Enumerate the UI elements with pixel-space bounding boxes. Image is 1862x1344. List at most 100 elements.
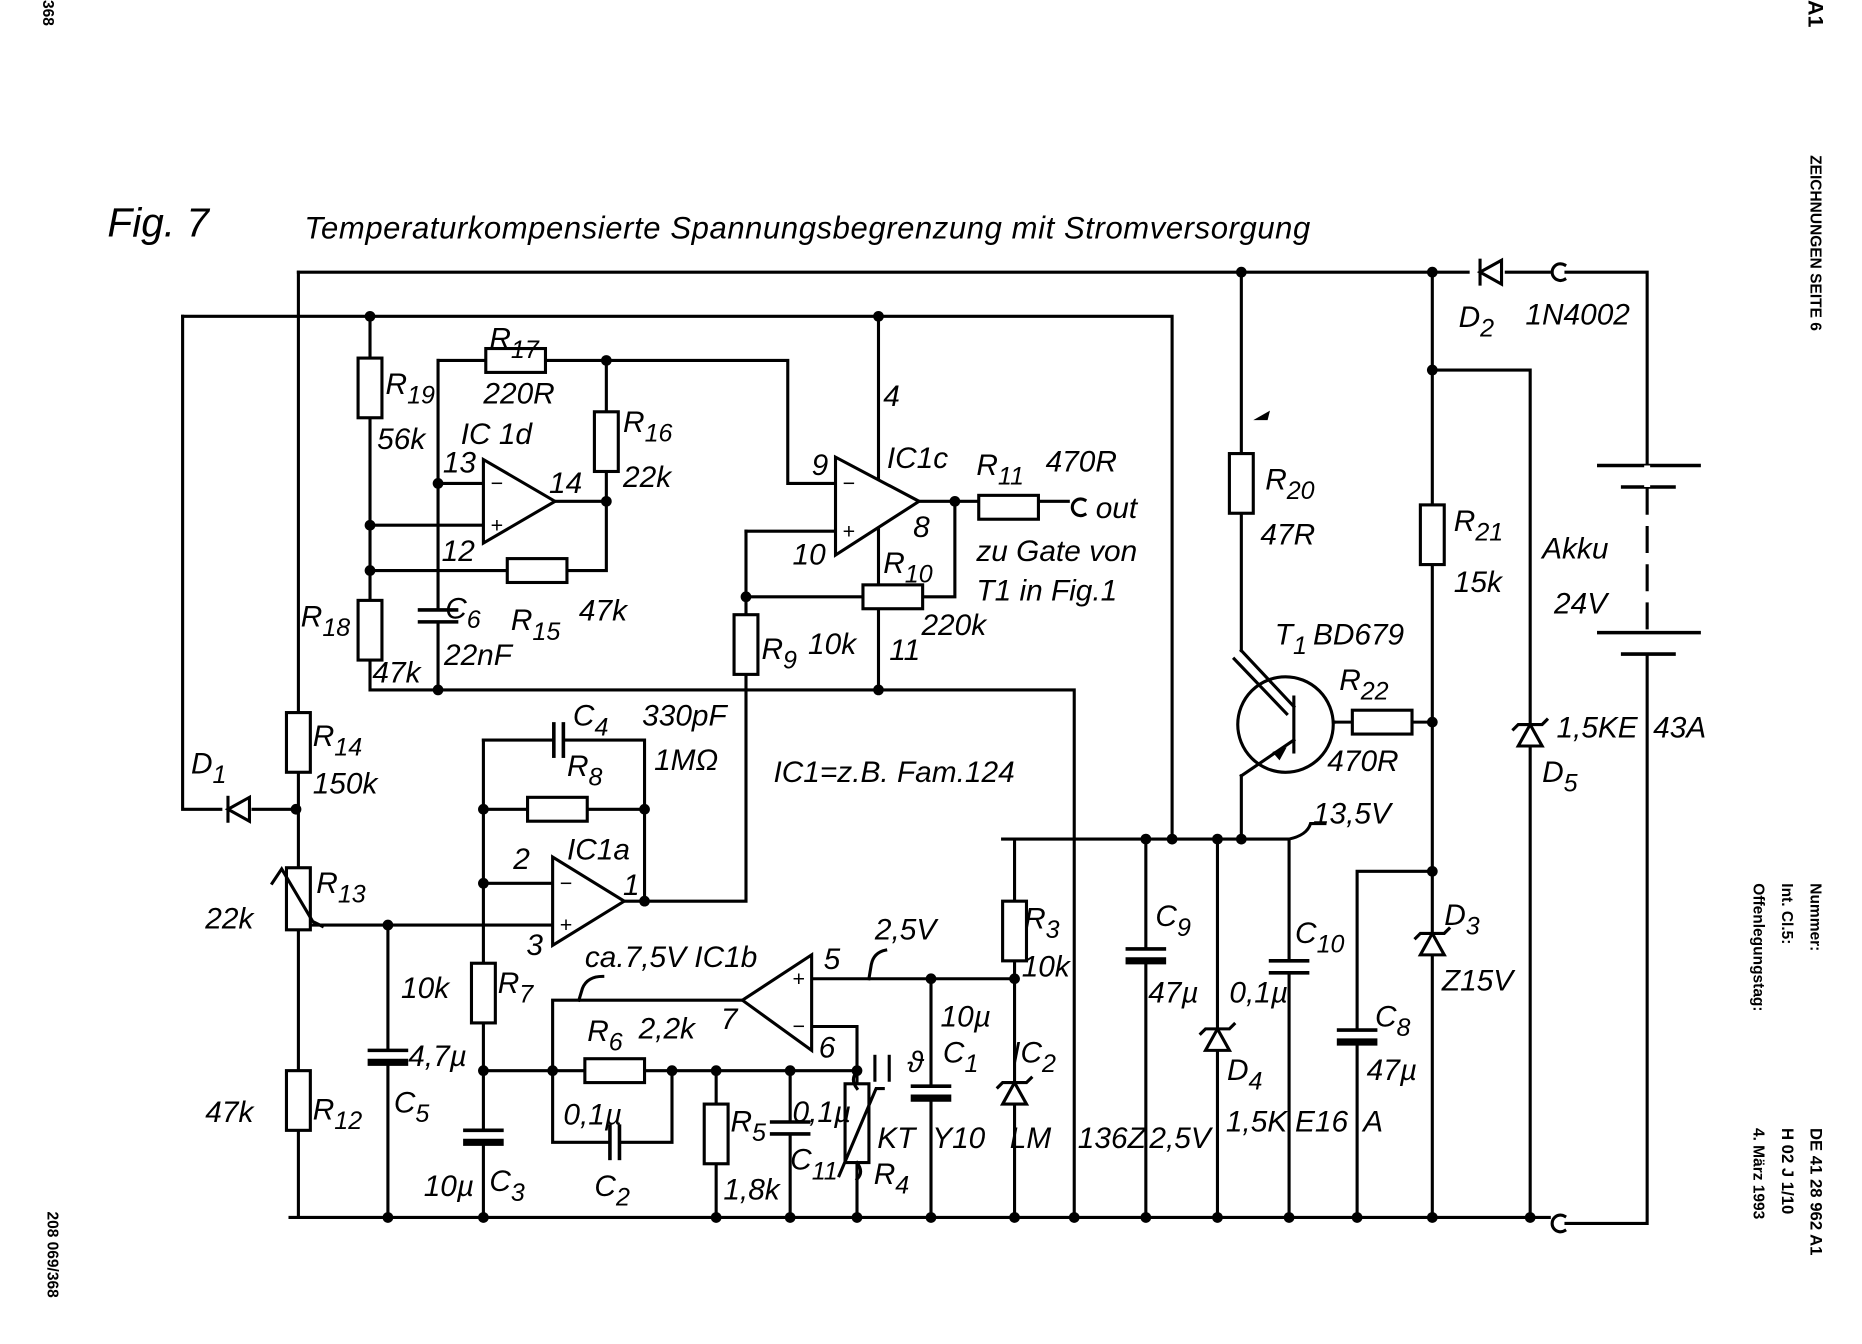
label-r20: R20 (1265, 463, 1314, 505)
label-ic1a: IC1a (567, 833, 630, 866)
junction-dot (784, 1212, 796, 1223)
reference-ic2 (995, 1075, 1034, 1106)
resistor-r17 (484, 346, 548, 374)
value-r22: 470R (1327, 745, 1398, 778)
battery-akku (1597, 463, 1701, 656)
resistor-r22 (1350, 708, 1414, 736)
intcl-label: Int. Cl.5: (1778, 883, 1795, 944)
opamp-triangle (551, 854, 628, 949)
junction-dot (639, 895, 650, 907)
terminal-plus (1550, 262, 1567, 283)
label-r16: R16 (623, 406, 672, 448)
pin-5: 5 (824, 943, 841, 976)
label-r12: R12 (313, 1094, 362, 1136)
resistor-r9 (732, 613, 760, 676)
label-r6: R6 (587, 1015, 623, 1057)
label-c5: C5 (394, 1086, 430, 1128)
diode-d2 (1476, 257, 1504, 287)
voltage-leader (1287, 822, 1327, 841)
ic1-family-note: IC1=z.B. Fam.124 (773, 756, 1014, 789)
wire (481, 738, 647, 903)
value-c4: 330pF (642, 700, 728, 733)
value-c1: 10µ (941, 1000, 991, 1033)
reference-voltage-label: 2,5V (874, 913, 939, 946)
pin-11: 11 (889, 634, 920, 667)
voltage-leader (867, 948, 888, 981)
plus-sign: + (843, 519, 856, 543)
value-r21: 15k (1454, 566, 1504, 599)
c1-type: Y10 (932, 1122, 985, 1155)
label-c6: C6 (445, 592, 481, 634)
pin-14: 14 (549, 467, 582, 500)
value-r10: 220k (920, 609, 988, 642)
t1-type: BD679 (1313, 619, 1404, 652)
opamp-ic1d: −+ (481, 456, 559, 546)
gap (907, 1086, 955, 1099)
junction-dot (1009, 973, 1020, 985)
label-r21: R21 (1454, 505, 1503, 547)
wire (181, 314, 223, 811)
resistor-r20 (1227, 452, 1255, 515)
wire (181, 314, 1174, 841)
zener-d3 (1413, 926, 1452, 957)
junction-dot (382, 1212, 394, 1223)
battery-voltage: 24V (1553, 588, 1610, 621)
label-d4: D4 (1227, 1054, 1262, 1096)
capacitor-c4 (552, 716, 566, 764)
value-r7: 10k (401, 972, 451, 1005)
figure-number: Fig. 7 (107, 199, 210, 245)
junction-dot (364, 519, 376, 531)
value-r8: 1MΩ (654, 744, 718, 777)
gap (1265, 960, 1313, 973)
plus-sign: + (793, 967, 806, 991)
d4-type-1: 1,5K (1226, 1106, 1288, 1139)
capacitor-c2 (608, 1118, 622, 1167)
capacitor-c6 (414, 608, 462, 624)
junction-dot (851, 1065, 863, 1077)
junction-dot (873, 310, 884, 322)
value-r17: 220R (482, 377, 554, 410)
nummer-value: DE 41 28 962 A1 (1807, 1128, 1826, 1256)
diode-triangle (1417, 930, 1447, 957)
offenlegung-value: 4. März 1993 (1749, 1128, 1766, 1220)
resistor-r11 (977, 493, 1040, 521)
temperature-symbol: ϑ (907, 1046, 925, 1079)
diode-triangle (224, 794, 252, 824)
minus-sign: − (560, 871, 573, 895)
junction-dot (1140, 833, 1152, 845)
minus-sign: − (491, 472, 504, 496)
junction-dot (600, 495, 612, 507)
component-labels: R17 220R R19 56k IC 1d 13 12 14 R16 22k … (191, 299, 1706, 1212)
label-r7: R7 (498, 967, 535, 1009)
opamp-triangle (481, 456, 559, 546)
resistor-r5 (702, 1102, 730, 1166)
pin-13: 13 (443, 447, 477, 480)
intcl-value: H 02 J 1/10 (1778, 1128, 1797, 1214)
opamp-triangle (833, 454, 923, 558)
resistor-r15 (505, 557, 569, 585)
d2-type: 1N4002 (1525, 299, 1630, 332)
wires (181, 270, 1649, 1225)
label-r15: R15 (511, 604, 560, 646)
junction-dot (478, 877, 489, 889)
label-r14: R14 (313, 720, 362, 762)
transistor-body (1236, 675, 1335, 774)
value-c3: 10µ (424, 1170, 474, 1203)
junction-dot (1426, 364, 1438, 376)
junction-dot (364, 310, 376, 322)
sheet-label: ZEICHNUNGEN SEITE 6 (1807, 155, 1824, 331)
junction-dot (949, 495, 961, 507)
ic1b-note: ca.7,5V IC1b (585, 941, 757, 974)
label-c4: C4 (573, 700, 608, 742)
value-c10: 0,1µ (1229, 977, 1288, 1010)
label-r18: R18 (301, 601, 350, 643)
junction-dot (1283, 1212, 1295, 1223)
capacitor-c3 (459, 1128, 508, 1146)
junction-dot (1235, 266, 1247, 278)
label-d3: D3 (1444, 899, 1480, 941)
gate-note-line1: zu Gate von (975, 535, 1137, 568)
gap (766, 1121, 815, 1134)
junction-dot (784, 1065, 796, 1077)
capacitor-c11 (766, 1120, 815, 1136)
zener-bar (1511, 717, 1550, 732)
